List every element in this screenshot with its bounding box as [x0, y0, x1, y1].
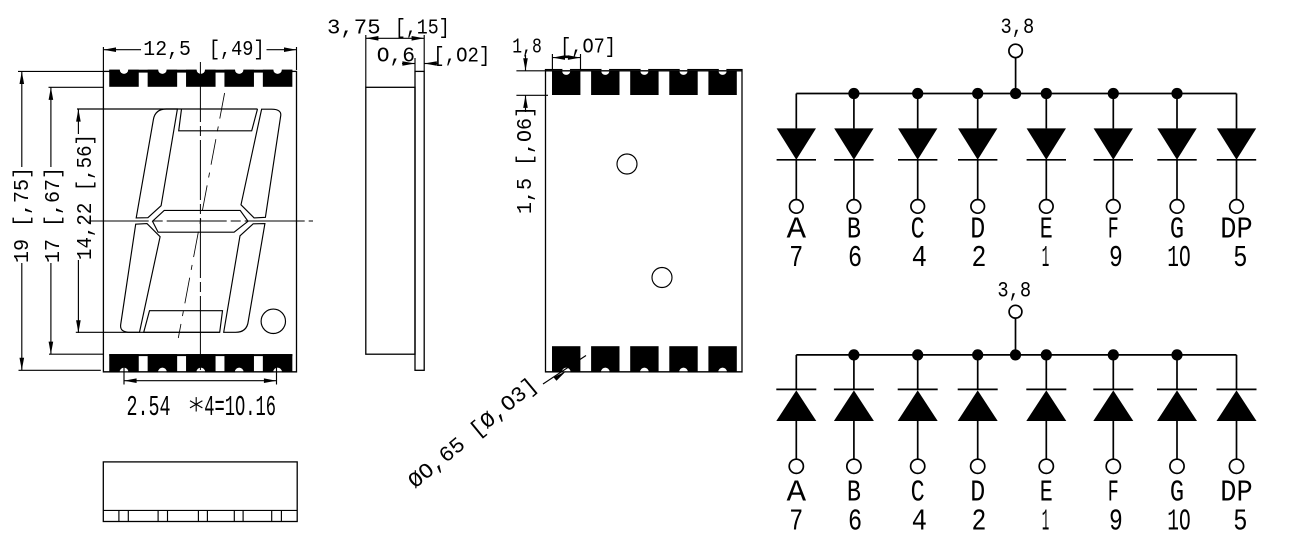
svg-text:17 [,67]: 17 [,67]	[42, 167, 66, 263]
svg-text:O,6: O,6	[377, 45, 415, 69]
svg-text:G: G	[1170, 214, 1184, 248]
svg-text:F: F	[1108, 214, 1119, 248]
svg-text:2: 2	[972, 242, 987, 276]
svg-text:6: 6	[848, 242, 862, 276]
svg-text:A: A	[787, 214, 807, 248]
svg-text:4: 4	[912, 506, 927, 540]
svg-text:19 [,75]: 19 [,75]	[11, 167, 35, 263]
svg-text:4=1O.16: 4=1O.16	[204, 391, 276, 424]
svg-text:3,8: 3,8	[1001, 15, 1035, 40]
svg-text:4: 4	[912, 242, 927, 276]
svg-text:7: 7	[789, 242, 803, 276]
svg-text:1O: 1O	[1167, 506, 1190, 540]
svg-text:DP: DP	[1220, 477, 1252, 511]
svg-text:C: C	[911, 214, 925, 248]
svg-text:1,8: 1,8	[512, 36, 542, 60]
svg-text:1O: 1O	[1167, 242, 1190, 276]
svg-text:[,O2]: [,O2]	[433, 45, 490, 69]
svg-text:G: G	[1170, 477, 1184, 511]
svg-text:3,8: 3,8	[997, 279, 1031, 304]
svg-text:[,49]: [,49]	[209, 38, 265, 62]
svg-text:D: D	[970, 477, 985, 511]
svg-text:1: 1	[1042, 506, 1050, 540]
svg-text:5: 5	[1233, 242, 1247, 276]
svg-text:[,O7]: [,O7]	[560, 36, 616, 60]
svg-text:9: 9	[1109, 242, 1123, 276]
svg-text:E: E	[1040, 477, 1053, 511]
svg-text:2.54: 2.54	[127, 391, 171, 424]
svg-text:3,75: 3,75	[327, 16, 381, 40]
svg-text:A: A	[787, 477, 807, 511]
svg-text:E: E	[1040, 214, 1053, 248]
svg-text:5: 5	[1233, 506, 1247, 540]
svg-text:6: 6	[848, 506, 862, 540]
svg-text:1,5 [,O6]: 1,5 [,O6]	[514, 106, 538, 214]
svg-text:B: B	[847, 214, 861, 248]
svg-text:12,5: 12,5	[143, 38, 191, 62]
svg-text:[,15]: [,15]	[395, 16, 450, 40]
svg-text:B: B	[847, 477, 861, 511]
svg-text:DP: DP	[1220, 214, 1252, 248]
svg-text:7: 7	[789, 506, 803, 540]
svg-text:2: 2	[972, 506, 987, 540]
svg-text:14,22 [,56]: 14,22 [,56]	[74, 134, 98, 260]
svg-text:1: 1	[1042, 242, 1050, 276]
svg-text:9: 9	[1109, 506, 1123, 540]
svg-text:C: C	[911, 477, 925, 511]
svg-text:F: F	[1108, 477, 1119, 511]
svg-text:D: D	[970, 214, 985, 248]
